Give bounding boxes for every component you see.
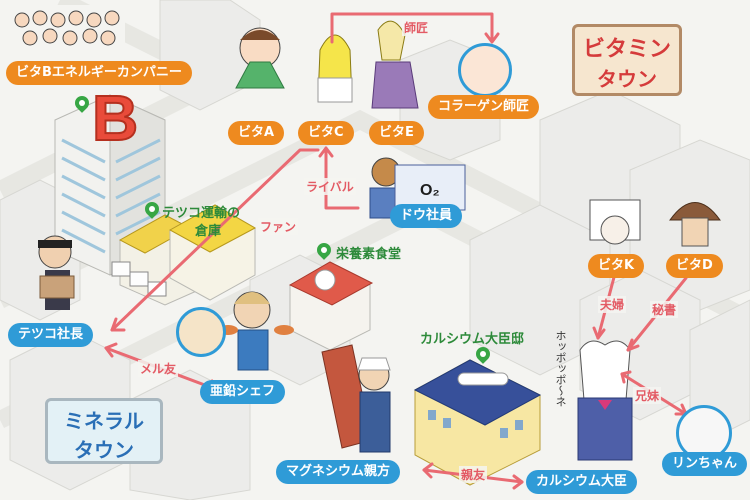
vitamin-sign-line1: ビタミン: [582, 37, 671, 62]
character-do: O₂: [369, 157, 466, 219]
character-vita-d: [669, 202, 721, 247]
label-magnesium: マグネシウム親方: [276, 460, 401, 485]
character-calcium: [577, 340, 633, 461]
collagen-avatar: [458, 43, 512, 97]
relation-mail-friend: メル友: [138, 360, 179, 377]
relation-couple: 夫婦: [598, 296, 627, 313]
relation-fan: ファン: [258, 218, 299, 235]
vitamin-sign-line2: タウン: [597, 67, 657, 91]
relation-secretary: 秘書: [650, 301, 679, 318]
character-vita-k: [589, 199, 641, 245]
zinc-wife-avatar: [176, 307, 226, 357]
svg-text:B: B: [92, 82, 138, 154]
hoppo-text: ホッポッポ〜ネ: [554, 330, 567, 407]
label-vita-d: ビタD: [666, 254, 723, 279]
character-vita-c: [317, 34, 353, 103]
label-zinc: 亜鉛シェフ: [200, 380, 286, 405]
label-calcium-minister: カルシウム大臣: [526, 470, 638, 495]
diner-building: [288, 261, 374, 351]
label-vita-c: ビタC: [298, 121, 354, 146]
relation-siblings: 兄妹: [633, 387, 662, 404]
label-collagen: コラーゲン師匠: [428, 95, 540, 120]
relation-master: 師匠: [402, 19, 431, 36]
diner-label: 栄養素食堂: [336, 247, 402, 262]
mineral-sign-line2: タウン: [74, 438, 134, 462]
residence-label: カルシウム大臣邸: [420, 332, 525, 347]
label-vita-b-company: ビタBエネルギーカンパニー: [6, 61, 192, 86]
relation-best-friend: 親友: [459, 466, 488, 483]
crowd-illustration: [5, 5, 125, 60]
mineral-sign-line1: ミネラル: [64, 409, 144, 433]
o2-text: O₂: [420, 182, 440, 199]
character-vita-e: [371, 20, 419, 109]
character-vita-a: [235, 27, 285, 89]
residence-building: [413, 359, 542, 486]
relation-rival: ライバル: [304, 178, 356, 195]
character-zinc: [218, 291, 294, 371]
warehouse-label-line1: テツコ運輸の: [162, 206, 241, 221]
label-do: ドウ社員: [390, 204, 463, 229]
label-rin: リンちゃん: [662, 452, 748, 477]
label-vita-a: ビタA: [228, 121, 285, 146]
mineral-town-sign: ミネラル タウン: [45, 398, 163, 464]
label-vita-k: ビタK: [588, 254, 645, 279]
label-tetsuko: テツコ社長: [8, 323, 94, 348]
rin-avatar: [676, 405, 732, 461]
warehouse-label-line2: 倉庫: [195, 224, 222, 239]
character-magnesium: [357, 357, 391, 453]
label-vita-e: ビタE: [369, 121, 424, 146]
vitamin-town-sign: ビタミン タウン: [572, 24, 682, 96]
character-tetsuko: [38, 235, 75, 310]
